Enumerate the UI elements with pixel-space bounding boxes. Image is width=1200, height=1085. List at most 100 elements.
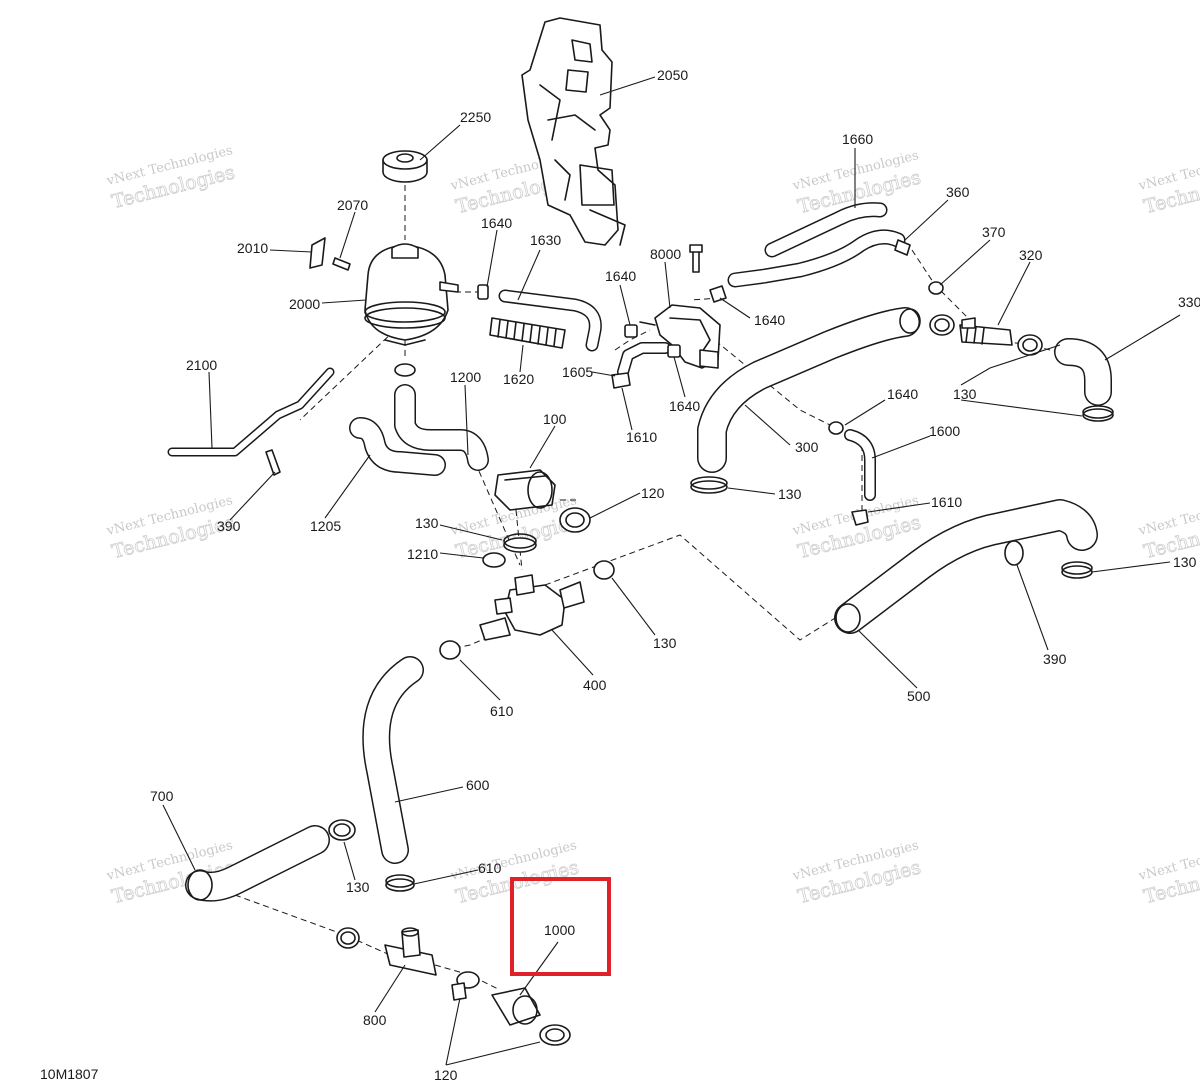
callout-label: 1610 — [931, 494, 962, 510]
hose-part-1600 — [844, 429, 876, 501]
callout-label: 2100 — [186, 357, 217, 373]
callout-label: 8000 — [650, 246, 681, 262]
clip-part-2010 — [309, 237, 326, 269]
callout-label: 610 — [478, 860, 502, 876]
clamp-part-130-i — [336, 927, 360, 949]
clamp-part-1640-b — [624, 324, 638, 338]
hose-part-1200 — [394, 384, 489, 471]
callout-label: 2050 — [657, 67, 688, 83]
clamp-part-1610-right — [851, 509, 869, 526]
clamp-part-1210-top — [394, 363, 416, 377]
callout-label: 1640 — [605, 268, 636, 284]
clamp-part-130-h — [328, 819, 356, 841]
callout-label: 360 — [946, 184, 970, 200]
clamp-part-1640-a — [477, 284, 489, 300]
hose-part-1660-b — [727, 229, 906, 288]
callout-label: 1640 — [887, 386, 918, 402]
hose-part-1660-a — [764, 202, 888, 258]
highlight-box — [510, 877, 611, 976]
clamp-part-120-b — [451, 982, 467, 1001]
clamp-part-1640-e — [828, 421, 844, 435]
hose-part-1620 — [489, 317, 566, 349]
callout-label: 120 — [434, 1067, 458, 1083]
elbow-part-3300 — [1054, 338, 1112, 406]
leader-lines — [162, 76, 1181, 1066]
hose-part-300 — [697, 307, 921, 473]
clamp-part-610-bottom — [385, 874, 415, 892]
clamp-part-130-b — [1017, 334, 1043, 356]
callout-label: 370 — [982, 224, 1006, 240]
callout-label: 130 — [1173, 554, 1197, 570]
callout-label: 600 — [466, 777, 490, 793]
cap-part-2250 — [382, 150, 428, 183]
callout-label: 1605 — [562, 364, 593, 380]
callout-label: 2250 — [460, 109, 491, 125]
callout-label: 2010 — [237, 240, 268, 256]
callout-label: 1660 — [842, 131, 873, 147]
callout-label: 1210 — [407, 546, 438, 562]
callout-label: 800 — [363, 1012, 387, 1028]
hose-part-1205 — [349, 417, 446, 476]
drawing-reference: 10M1807 — [40, 1066, 99, 1082]
callout-label: 100 — [543, 411, 567, 427]
clamp-part-130-c — [1082, 405, 1114, 422]
callout-label: 130 — [653, 635, 677, 651]
clamp-part-360 — [894, 239, 911, 256]
callout-label: 2000 — [289, 296, 320, 312]
clamp-part-120-c — [539, 1024, 571, 1046]
clamp-part-130-d — [690, 476, 728, 494]
callout-label: 610 — [490, 703, 514, 719]
hose-part-1630 — [498, 289, 602, 352]
hose-part-1605 — [617, 342, 671, 378]
clamp-part-130-g — [1061, 561, 1093, 579]
callout-label: 3300 — [1178, 294, 1200, 310]
clip-part-390-right — [1004, 540, 1024, 566]
screw-part-2070-right — [689, 244, 703, 273]
callout-label: 390 — [1043, 651, 1067, 667]
sleeve-part-1000 — [491, 987, 541, 1026]
callout-label: 130 — [778, 486, 802, 502]
callout-label: 320 — [1019, 247, 1043, 263]
hose-part-500 — [834, 499, 1098, 634]
callout-label: 1200 — [450, 369, 481, 385]
callout-label: 130 — [953, 386, 977, 402]
callout-label: 1600 — [929, 423, 960, 439]
callout-label: 700 — [150, 788, 174, 804]
callout-label: 1205 — [310, 518, 341, 534]
tee-part-800 — [384, 927, 437, 976]
clamp-part-370 — [928, 281, 944, 295]
clamp-part-130-f — [593, 560, 615, 580]
callout-label: 400 — [583, 677, 607, 693]
clamp-part-120-top — [559, 507, 591, 533]
housing-part-400 — [479, 574, 585, 641]
reservoir-part-2000 — [364, 243, 459, 346]
clamp-part-610-top — [439, 640, 461, 660]
hose-part-2100 — [167, 367, 335, 457]
hose-part-700 — [185, 825, 330, 902]
valve-part-8000 — [639, 304, 721, 369]
clamp-part-130-a — [929, 314, 955, 336]
screw-part-2070-left — [332, 257, 351, 271]
clamp-part-130-e — [503, 533, 537, 553]
callout-label: 300 — [795, 439, 819, 455]
callout-label: 1620 — [503, 371, 534, 387]
callout-label: 500 — [907, 688, 931, 704]
callout-label: 2070 — [337, 197, 368, 213]
callout-labels: 2050 2250 1660 360 2070 2010 1640 1630 3… — [150, 67, 1200, 1083]
callout-label: 130 — [346, 879, 370, 895]
callout-label: 1610 — [626, 429, 657, 445]
callout-label: 1640 — [481, 215, 512, 231]
callout-label: 1000 — [544, 922, 575, 938]
clip-part-390-left — [265, 449, 281, 476]
hose-part-600 — [362, 656, 424, 864]
clamp-part-1640-d — [709, 285, 727, 303]
callout-label: 1640 — [669, 398, 700, 414]
clamp-part-1640-c — [667, 344, 681, 358]
fitting-part-100 — [494, 469, 556, 511]
assembly-lines — [234, 185, 1071, 991]
callout-label: 130 — [415, 515, 439, 531]
callout-label: 120 — [641, 485, 665, 501]
bracket-part-2050 — [521, 17, 626, 246]
fitting-part-320 — [959, 317, 1013, 346]
callout-label: 390 — [217, 518, 241, 534]
